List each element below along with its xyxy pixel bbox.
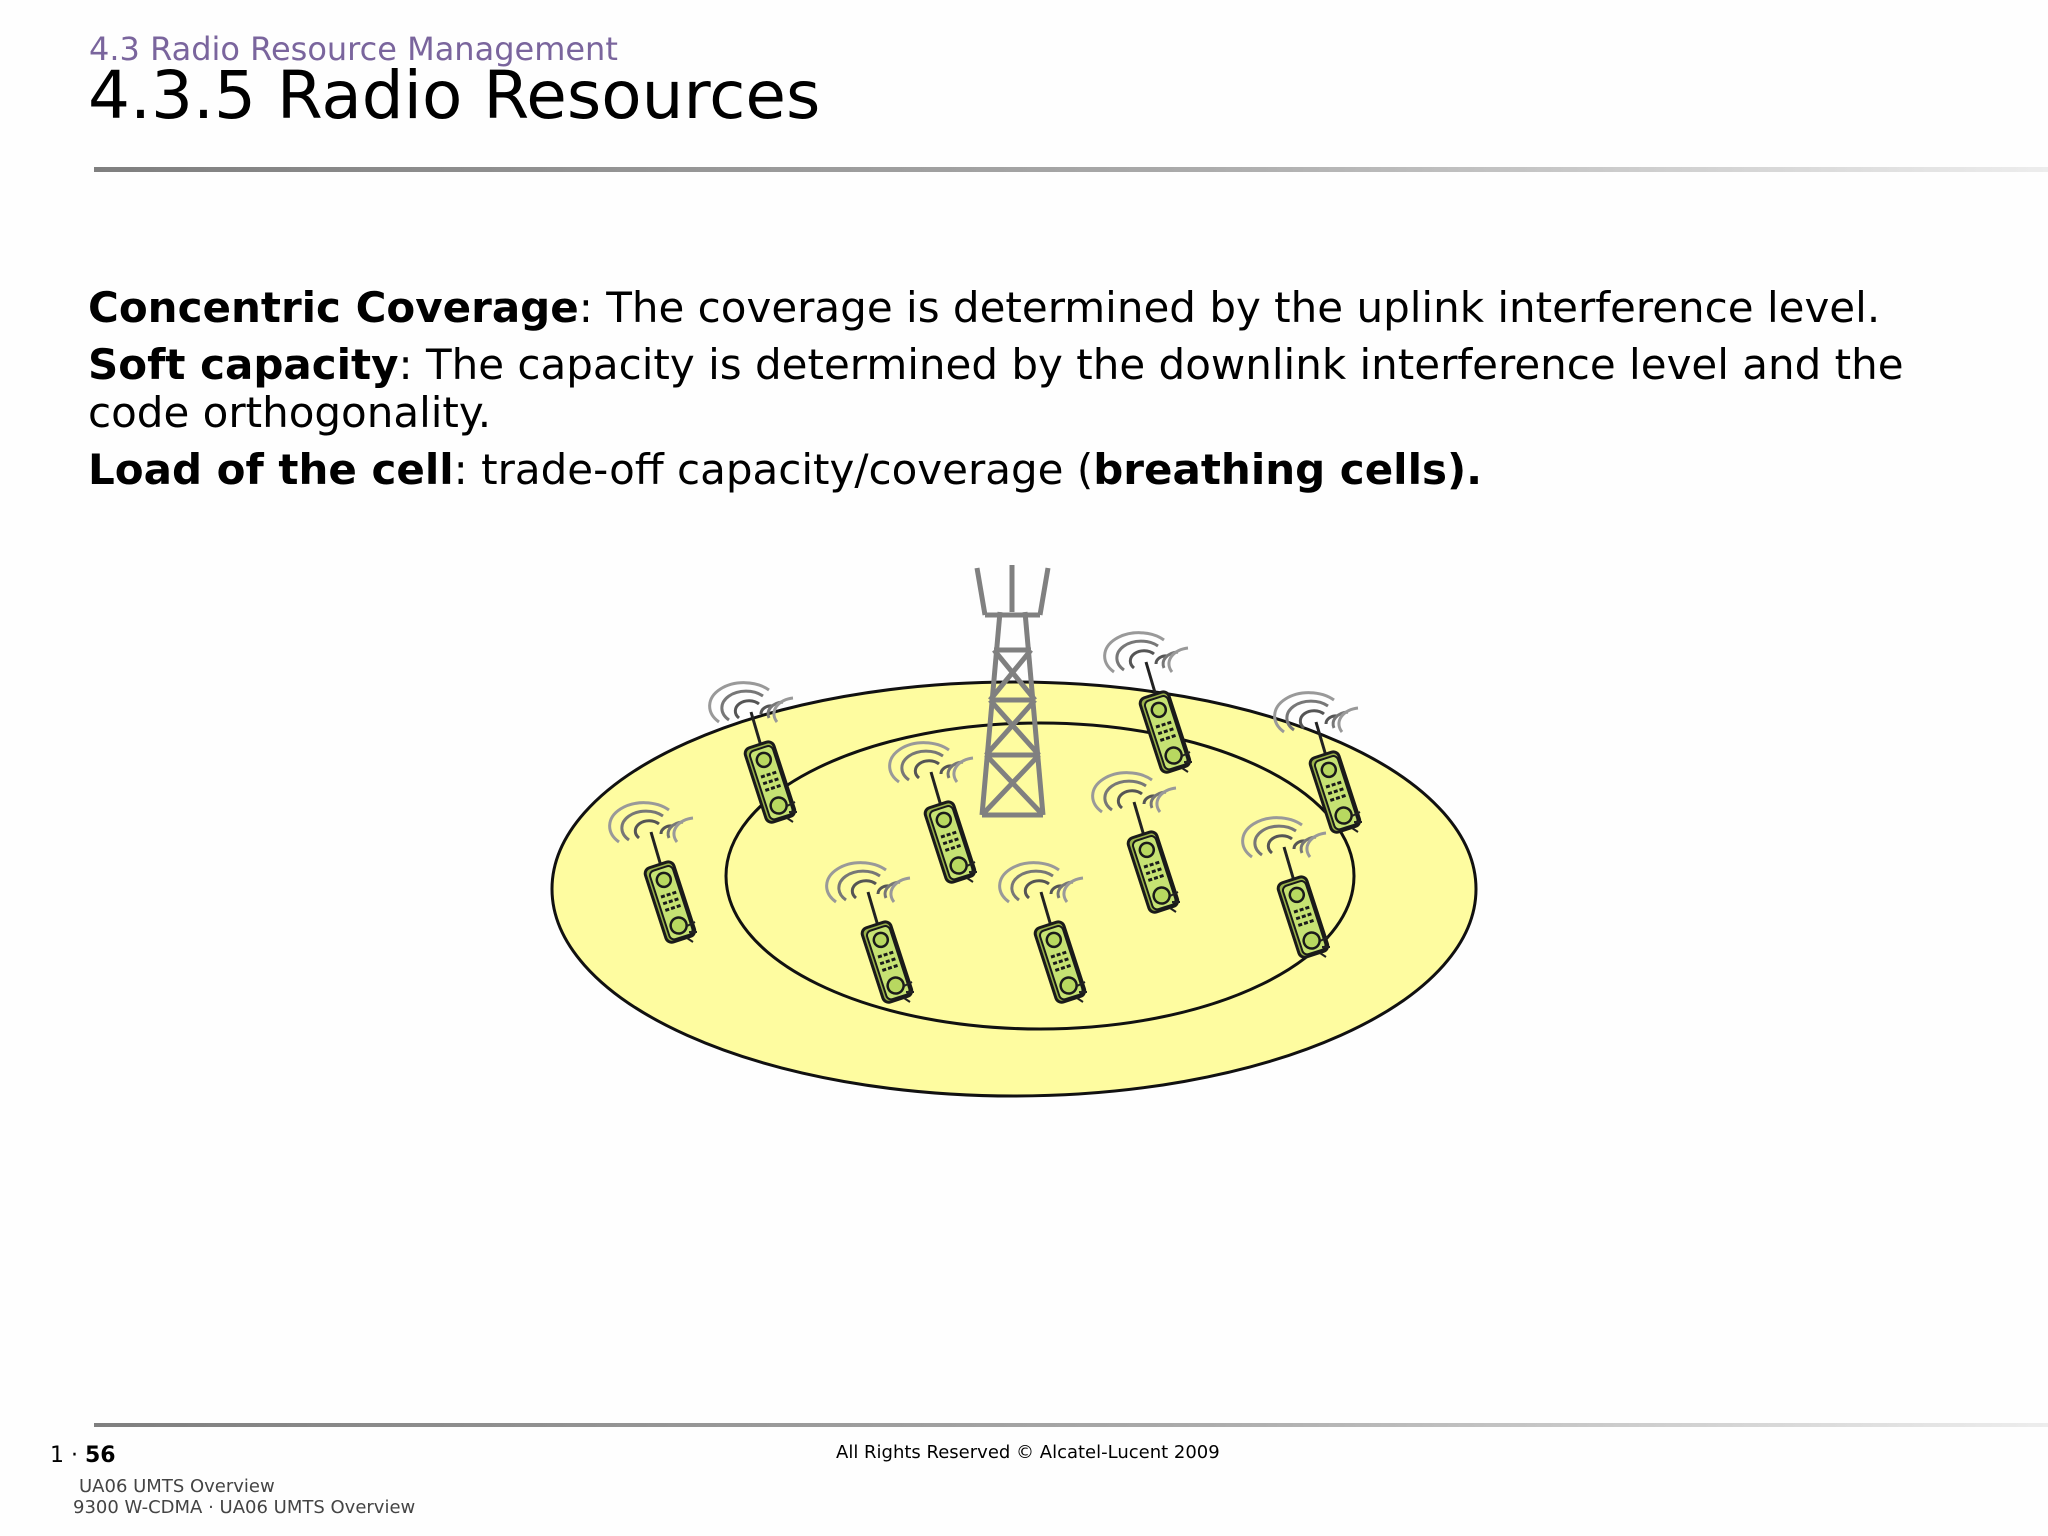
- footer-course-title: UA06 UMTS Overview: [79, 1476, 275, 1497]
- bullet-concentric-coverage: Concentric Coverage: The coverage is det…: [88, 284, 1988, 332]
- copyright-notice: All Rights Reserved © Alcatel-Lucent 200…: [836, 1442, 1220, 1463]
- term-concentric-coverage: Concentric Coverage: [88, 283, 579, 332]
- page-number: 1 · 56: [50, 1443, 116, 1468]
- text-load-of-cell: : trade-off capacity/coverage (: [453, 445, 1094, 494]
- text-concentric-coverage: : The coverage is determined by the upli…: [578, 283, 1881, 332]
- text-soft-capacity: : The capacity is determined by the down…: [88, 340, 1904, 437]
- bullet-load-of-cell: Load of the cell: trade-off capacity/cov…: [88, 446, 1988, 494]
- footer-divider: [94, 1423, 2048, 1427]
- term-breathing-cells: breathing cells).: [1093, 445, 1483, 494]
- term-soft-capacity: Soft capacity: [88, 340, 399, 389]
- antenna-tower-icon: [974, 565, 1051, 818]
- title-divider: [94, 167, 2048, 172]
- term-load-of-cell: Load of the cell: [88, 445, 454, 494]
- section-label: 4.3 Radio Resource Management: [89, 30, 618, 68]
- footer-product-title: 9300 W-CDMA · UA06 UMTS Overview: [73, 1497, 416, 1518]
- cell-coverage-diagram: [550, 565, 1478, 1098]
- slide-body: Concentric Coverage: The coverage is det…: [88, 284, 1988, 503]
- bullet-soft-capacity: Soft capacity: The capacity is determine…: [88, 341, 1988, 437]
- slide-title: 4.3.5 Radio Resources: [88, 57, 821, 134]
